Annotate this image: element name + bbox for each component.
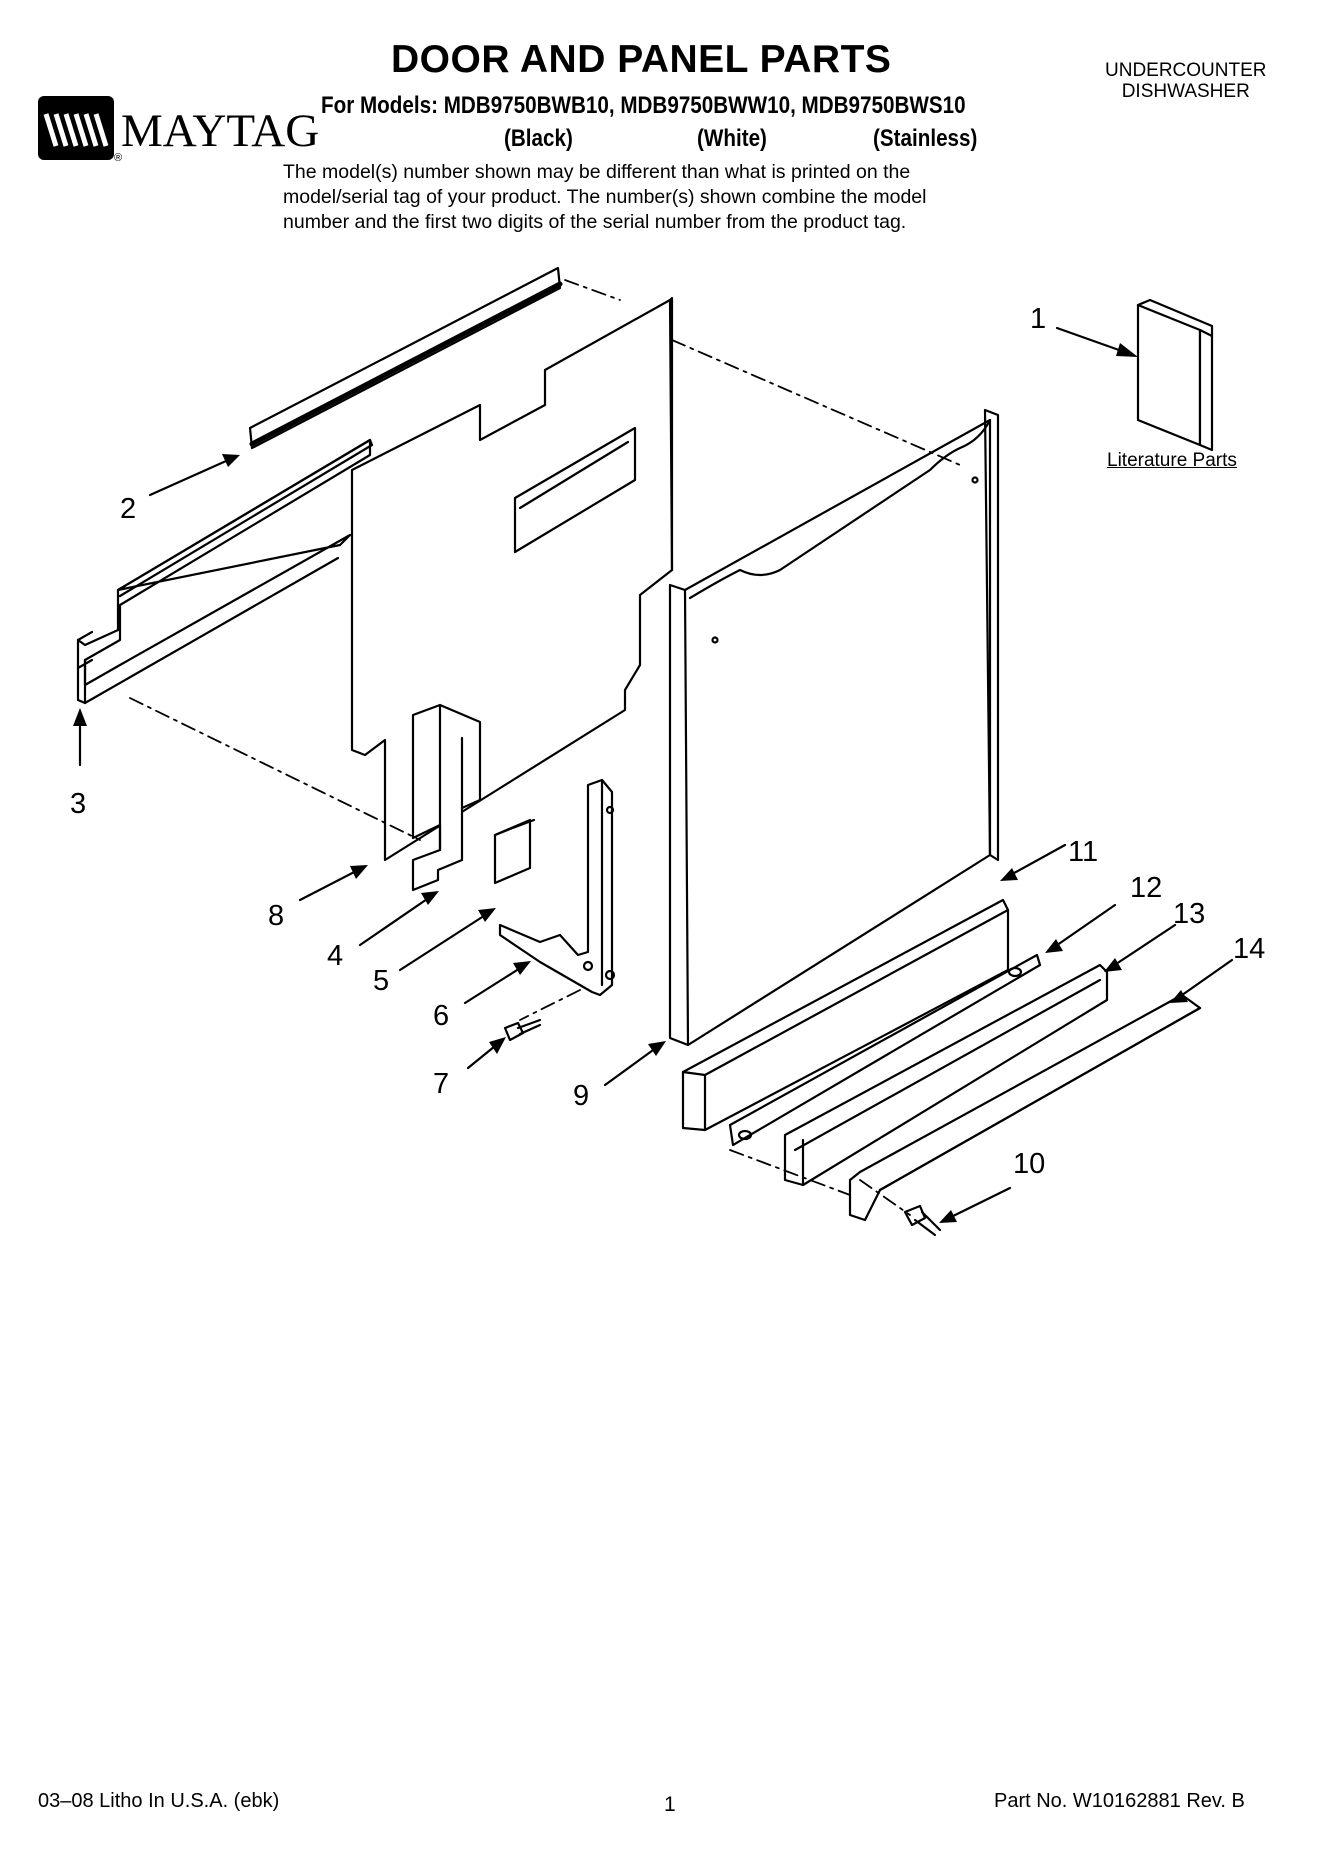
part-12-strip [728,953,1042,1147]
product-type-line-2: DISHWASHER [1121,81,1250,102]
logo-wordmark: MAYTAG [121,105,320,157]
part-10-screw [903,1204,942,1237]
callout-5: 5 [373,965,390,997]
part-7-screw [503,1018,542,1042]
part-3-rail [76,438,374,705]
product-type-line-1: UNDERCOUNTER [1105,60,1267,81]
part-13-channel [783,963,1109,1187]
leader-arrows [78,326,1234,1222]
callout-8: 8 [268,900,285,932]
callout-12: 12 [1130,872,1163,904]
callout-14: 14 [1233,933,1266,965]
notice-line-2: model/serial tag of your product. The nu… [283,186,927,208]
callout-11: 11 [1068,836,1099,868]
footer-part-number: Part No. W10162881 Rev. B [994,1790,1245,1812]
part-4-bracket [411,703,482,892]
models-line: For Models: MDB9750BWB10, MDB9750BWW10, … [321,92,966,119]
notice-line-3: number and the first two digits of the s… [283,211,907,233]
literature-parts-label: Literature Parts [1107,450,1237,471]
footer-litho: 03–08 Litho In U.S.A. (ebk) [38,1790,280,1812]
callout-10: 10 [1013,1148,1046,1180]
callout-4: 4 [327,940,344,972]
page-number: 1 [664,1793,676,1816]
part-6-hinge [498,778,616,997]
part-5-pad [493,818,536,885]
callout-1: 1 [1030,303,1047,335]
product-type: UNDERCOUNTER DISHWASHER [1105,60,1267,102]
finish-white: (White) [697,125,767,152]
callout-2: 2 [120,493,137,525]
logo-m-mark-icon [43,113,109,147]
part-11-trim [681,898,1010,1132]
finish-stainless: (Stainless) [873,125,978,152]
arrowheads [73,343,1188,1223]
finish-black: (Black) [504,125,573,152]
callout-9: 9 [573,1080,590,1112]
notice-line-1: The model(s) number shown may be differe… [283,161,911,183]
maytag-logo-icon [38,96,114,160]
model-notice: The model(s) number shown may be differe… [283,160,926,235]
callout-6: 6 [433,1000,450,1032]
page-title: DOOR AND PANEL PARTS [391,38,892,81]
part-9-outer-door [668,408,1000,1047]
callout-3: 3 [70,788,87,820]
callout-7: 7 [433,1068,450,1100]
assembly-lines [129,279,961,1216]
part-2-strip [248,266,563,450]
callout-13: 13 [1173,898,1206,930]
logo-registered-mark: ® [114,152,123,164]
part-literature [1136,298,1214,452]
inner-door-panel [350,296,674,862]
